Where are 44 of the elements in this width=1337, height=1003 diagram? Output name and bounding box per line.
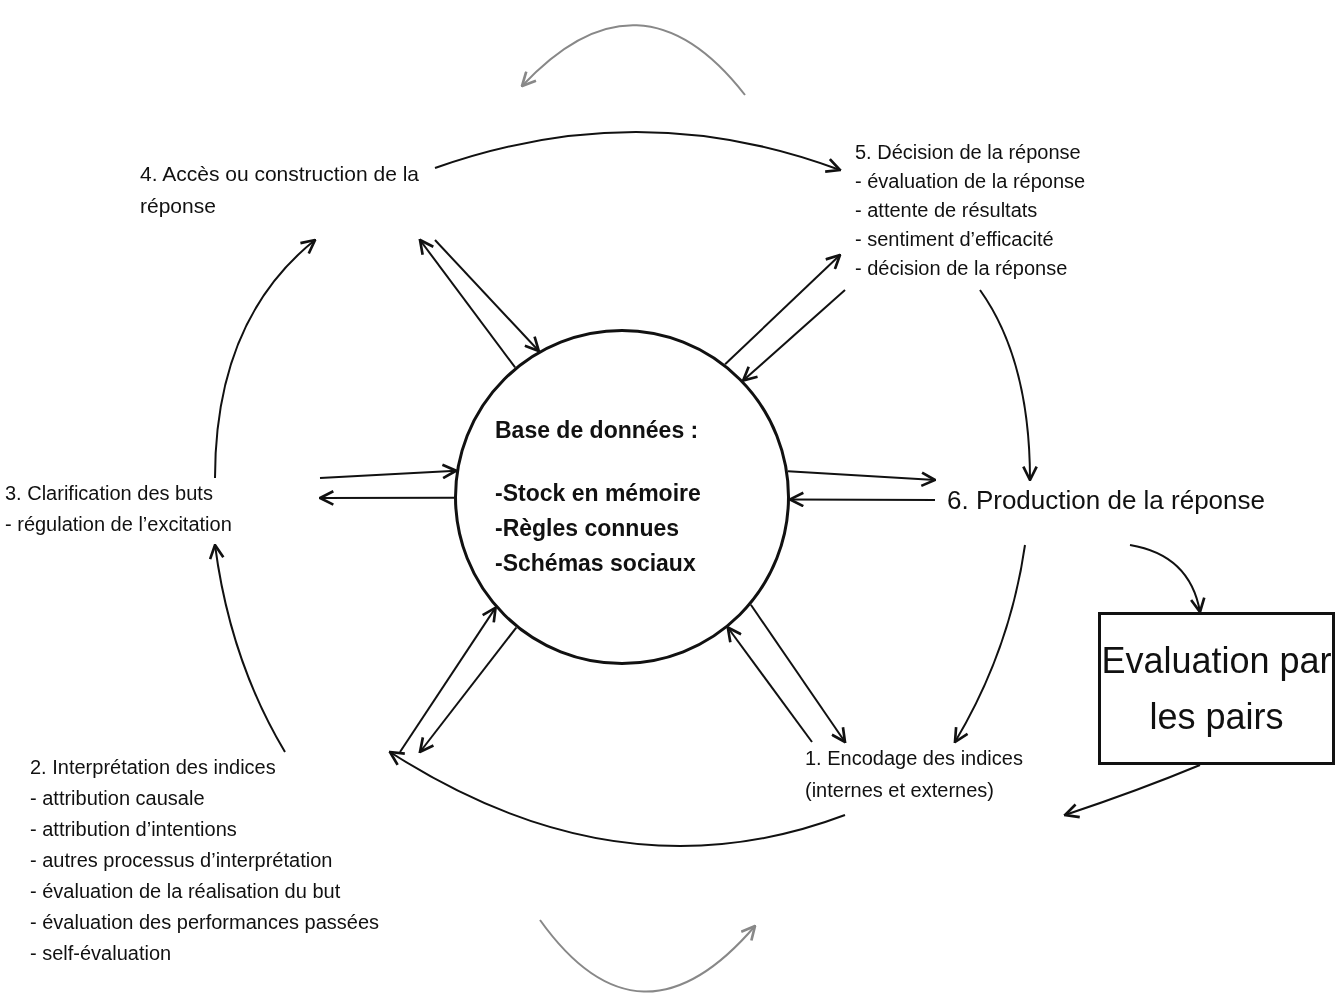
arrow — [1129, 544, 1205, 614]
arrow — [418, 626, 518, 754]
list-item: - évaluation de la réalisation du but — [30, 879, 342, 904]
list-item: - attente de résultats — [855, 198, 1039, 223]
arrow — [788, 491, 936, 508]
arrow — [399, 606, 497, 753]
list-item: - évaluation des performances passées — [30, 910, 381, 935]
arrow — [749, 603, 847, 744]
list-item: - régulation de l’excitation — [5, 512, 233, 537]
list-item: - attribution d’intentions — [30, 817, 238, 842]
database-circle — [454, 329, 790, 665]
arrow — [209, 543, 286, 753]
list-item: - attribution causale — [30, 786, 206, 811]
list-item: - évaluation de la réponse — [855, 169, 1087, 194]
arrow — [434, 131, 842, 174]
arrow — [388, 750, 846, 847]
arrow — [979, 289, 1038, 482]
arrow — [214, 238, 317, 479]
node-heading: 5. Décision de la réponse — [855, 140, 1082, 165]
arrow — [953, 544, 1026, 744]
node-heading: 1. Encodage des indices (internes et externes) — [805, 746, 1024, 803]
arrow — [418, 238, 517, 369]
list-item: - décision de la réponse — [855, 256, 1069, 281]
arrow — [787, 470, 937, 488]
list-item: -Stock en mémoire — [495, 479, 702, 508]
arrow — [1063, 764, 1201, 819]
list-item: -Schémas sociaux — [495, 549, 697, 578]
node-heading: 6. Production de la réponse — [947, 484, 1266, 517]
list-item: - autres processus d’interprétation — [30, 848, 334, 873]
node-heading: Base de données : — [495, 416, 700, 445]
list-item: - sentiment d’efficacité — [855, 227, 1055, 252]
arrow — [319, 463, 458, 480]
arrow — [318, 490, 455, 506]
arrow — [434, 239, 541, 353]
arrow — [724, 253, 842, 366]
arrow — [741, 289, 846, 382]
list-item: - self-évaluation — [30, 941, 173, 966]
node-heading: 2. Interprétation des indices — [30, 755, 277, 780]
node-heading: 3. Clarification des buts — [5, 481, 214, 506]
node-heading: Evaluation par les pairs — [1101, 638, 1332, 739]
arrow — [726, 626, 813, 743]
evaluation-box — [1098, 612, 1335, 765]
list-item: -Règles connues — [495, 514, 681, 543]
node-heading: 4. Accès ou construction de la réponse — [140, 161, 420, 219]
